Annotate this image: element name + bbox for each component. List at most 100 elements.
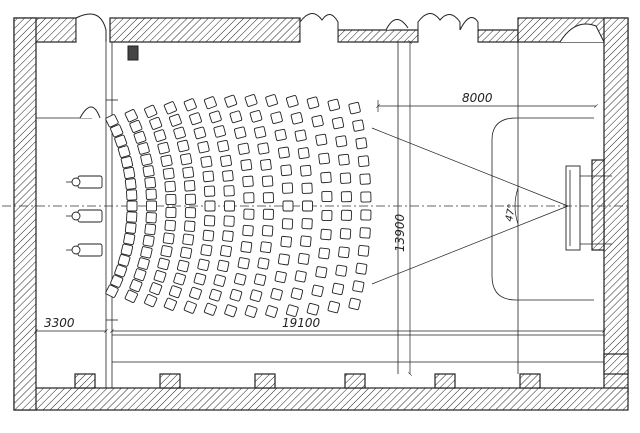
seat [335,135,348,148]
seat [237,142,250,155]
seat [270,111,283,124]
seat [234,126,247,139]
seat [359,227,371,239]
seat [124,178,137,190]
seat [149,116,163,130]
seat [224,200,235,212]
seat [133,268,147,282]
seat [124,109,138,123]
seat [315,266,328,279]
seat [203,215,216,227]
seat [223,185,235,197]
seat [311,284,324,297]
seat [120,156,134,169]
seat [240,159,253,171]
seat [189,112,202,126]
seat [306,96,320,110]
seat [164,180,176,193]
seat [338,153,350,166]
seat [193,272,207,286]
seat [244,94,258,107]
seat [165,206,177,219]
seat [222,230,234,242]
seat [114,264,128,278]
seat [183,220,196,232]
seat [173,126,186,140]
seat [157,257,170,271]
seat [290,287,304,300]
dim-screen-setback: 8000 [462,91,493,105]
seat [124,222,137,234]
seat [217,259,230,273]
seat [340,191,352,203]
seat [182,233,195,246]
dim-hall-length: 19100 [282,316,321,330]
seat [209,288,222,302]
seat [257,142,270,155]
seat [360,209,372,221]
seat [223,215,235,227]
seat [335,264,348,277]
seat [355,137,368,150]
seat [352,280,365,293]
seat [280,164,292,177]
seat [123,233,136,245]
seat [294,129,307,142]
seat [306,302,320,316]
seat [260,241,272,254]
seat [229,110,243,124]
seat [144,176,157,189]
seat [300,235,312,248]
seat [110,124,124,138]
seat [142,165,155,178]
seat [117,254,131,267]
seat [253,273,267,286]
seat [242,224,254,237]
seat [197,258,210,271]
seat [197,141,210,154]
seat [144,223,157,236]
projection-cone [371,127,569,285]
seat [348,101,361,115]
seat [140,246,153,259]
seat [193,126,207,140]
seat [145,212,157,224]
seat [294,270,307,283]
seat [274,270,287,284]
seat [261,225,274,237]
seat [129,119,143,133]
seat [137,142,150,155]
seat [133,130,147,144]
seat [180,246,193,259]
seat [285,94,299,108]
seat [240,241,253,253]
seat [281,218,294,230]
seat [280,235,292,248]
dim-hall-width: 13900 [393,213,407,252]
seat [359,173,371,185]
seat [153,129,167,142]
seat [145,188,157,200]
seat [124,289,138,303]
projection-room [36,42,139,388]
seat [348,297,361,311]
dimension-lines [34,40,606,376]
seat [209,110,222,124]
seat [327,98,341,112]
seat [220,245,232,258]
seat [126,200,138,212]
seat [260,158,272,171]
seat [301,218,313,230]
seat [224,94,238,108]
seat [160,245,173,258]
seat [257,257,270,270]
seat [105,284,119,298]
seat [163,297,177,311]
seat [290,112,304,125]
seat [265,305,278,318]
seat [265,94,278,107]
seat [220,154,232,167]
seat [320,171,332,184]
seat [249,110,263,123]
stage [491,117,612,301]
